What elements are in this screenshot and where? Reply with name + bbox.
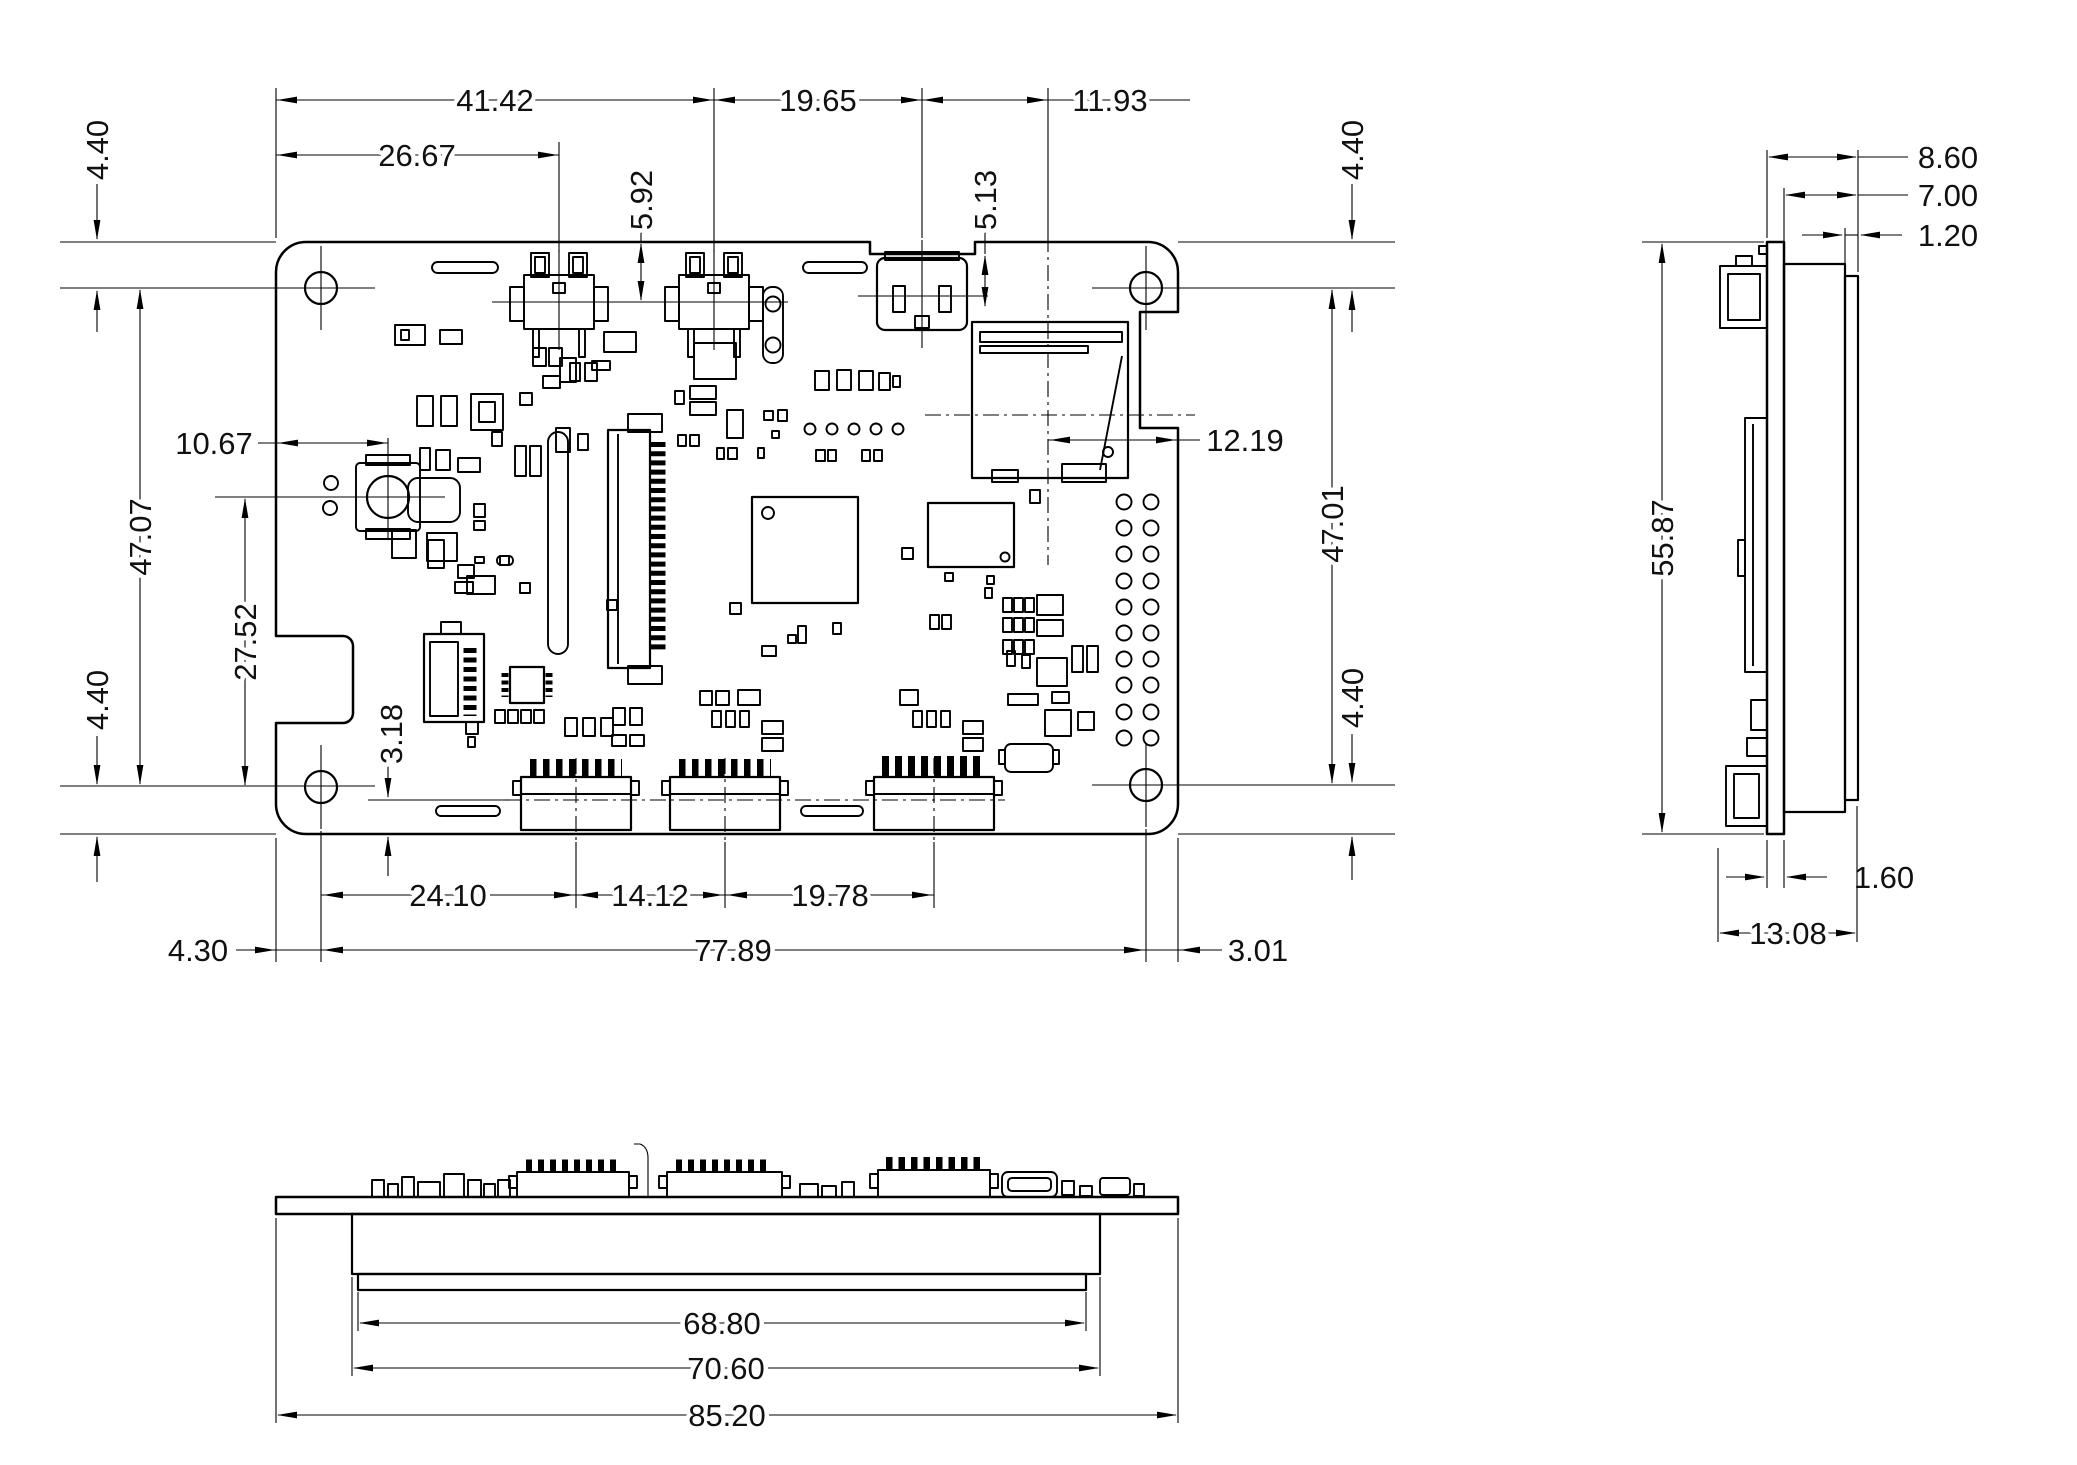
side-view: 55.87 8.60 7.00 1.20 1.60 13.08 — [1641, 136, 1983, 956]
dim-conn-row: 3.18 — [374, 704, 409, 764]
dim-conn2-x: 14.12 — [611, 878, 689, 913]
dim-button-span: 27.52 — [228, 603, 263, 681]
dim-side-glass: 1.20 — [1918, 218, 1978, 253]
bottom-pin-header-1 — [508, 1159, 638, 1198]
front-view: 41.42 19.65 11.93 26.67 5.92 5.13 12.19 … — [60, 79, 1395, 973]
dim-button-x: 10.67 — [175, 426, 253, 461]
reset-button — [322, 454, 461, 540]
bottom-components — [371, 1143, 1145, 1198]
bottom-active-area-layer — [356, 1272, 1088, 1292]
side-pcb-profile — [1765, 240, 1786, 836]
antenna-wire — [634, 1143, 649, 1197]
qfn-chip — [501, 665, 553, 705]
bottom-board-bar — [274, 1195, 1180, 1216]
dim-side-pcb: 1.60 — [1854, 860, 1914, 895]
bottom-display-glass — [350, 1212, 1102, 1276]
dim-conn1-x: 24.10 — [409, 878, 487, 913]
bottom-pin-header-3 — [869, 1157, 999, 1198]
dim-bottom-active: 68.80 — [683, 1306, 761, 1341]
sd-card-slot — [970, 320, 1130, 483]
board-outline — [274, 240, 1180, 836]
slot-silkscreen-bottom-left — [435, 805, 501, 817]
bottom-dimensions: 68.80 70.60 85.20 — [275, 1218, 1179, 1438]
dim-hole-span-x: 77.89 — [694, 933, 772, 968]
dim-top-11-93: 11.93 — [1072, 83, 1147, 118]
bottom-pin-header-2 — [658, 1159, 791, 1198]
display-connector — [422, 621, 486, 735]
switch-connector-2 — [664, 250, 764, 358]
dim-side-stack: 8.60 — [1918, 140, 1978, 175]
dim-side-total: 13.08 — [1749, 916, 1827, 951]
dim-top-26-67: 26.67 — [378, 138, 456, 173]
components — [322, 250, 1160, 832]
dim-hole-bottom-left: 4.40 — [80, 670, 115, 730]
dim-hole-top-right: 4.40 — [1335, 120, 1370, 180]
flash-chip — [926, 501, 1016, 569]
slot-silkscreen-left — [431, 261, 499, 274]
side-glass-profile — [1843, 274, 1860, 802]
crystal-component — [762, 286, 784, 364]
dim-sd-to-edge: 12.19 — [1206, 423, 1284, 458]
dim-side-module: 7.00 — [1918, 178, 1978, 213]
slot-silkscreen-bottom-right — [800, 805, 864, 817]
side-display-module-profile — [1782, 262, 1847, 814]
pin-header-2 — [661, 759, 789, 832]
pin-header-3 — [865, 756, 1003, 832]
side-components — [1719, 245, 1768, 827]
dim-top-41-42: 41.42 — [456, 83, 534, 118]
dim-span-left: 47.07 — [123, 498, 158, 576]
dim-usb-depth: 5.13 — [968, 170, 1003, 230]
slot-silkscreen-right — [802, 261, 868, 274]
slot-silkscreen-vertical — [547, 431, 569, 655]
dim-top-19-65: 19.65 — [779, 83, 857, 118]
dim-hole-bottom-right: 4.40 — [1335, 668, 1370, 728]
cpu-chip — [750, 495, 860, 605]
dim-bottom-glass: 70.60 — [687, 1351, 765, 1386]
side-dimensions: 55.87 8.60 7.00 1.20 1.60 13.08 — [1641, 136, 1983, 956]
dim-conn3-x: 19.78 — [791, 878, 869, 913]
micro-usb-connector — [875, 251, 969, 332]
dim-switch-depth: 5.92 — [624, 170, 659, 230]
pin-header-1 — [512, 759, 640, 832]
dim-bottom-board: 85.20 — [688, 1398, 766, 1433]
bottom-view: 68.80 70.60 85.20 — [274, 1143, 1180, 1438]
dim-hole-x-right: 3.01 — [1228, 933, 1288, 968]
dim-side-height: 55.87 — [1645, 499, 1680, 577]
dim-hole-x-left: 4.30 — [168, 933, 228, 968]
display-ffc-connector — [606, 413, 666, 685]
bottom-usb-profile — [1001, 1171, 1058, 1198]
dim-span-right: 47.01 — [1315, 485, 1350, 563]
front-dimensions: 41.42 19.65 11.93 26.67 5.92 5.13 12.19 … — [76, 79, 1375, 973]
dim-hole-top-left: 4.40 — [80, 120, 115, 180]
passive-components — [391, 324, 1099, 773]
gpio-header-holes — [1115, 493, 1160, 747]
switch-connector-1 — [509, 250, 609, 358]
